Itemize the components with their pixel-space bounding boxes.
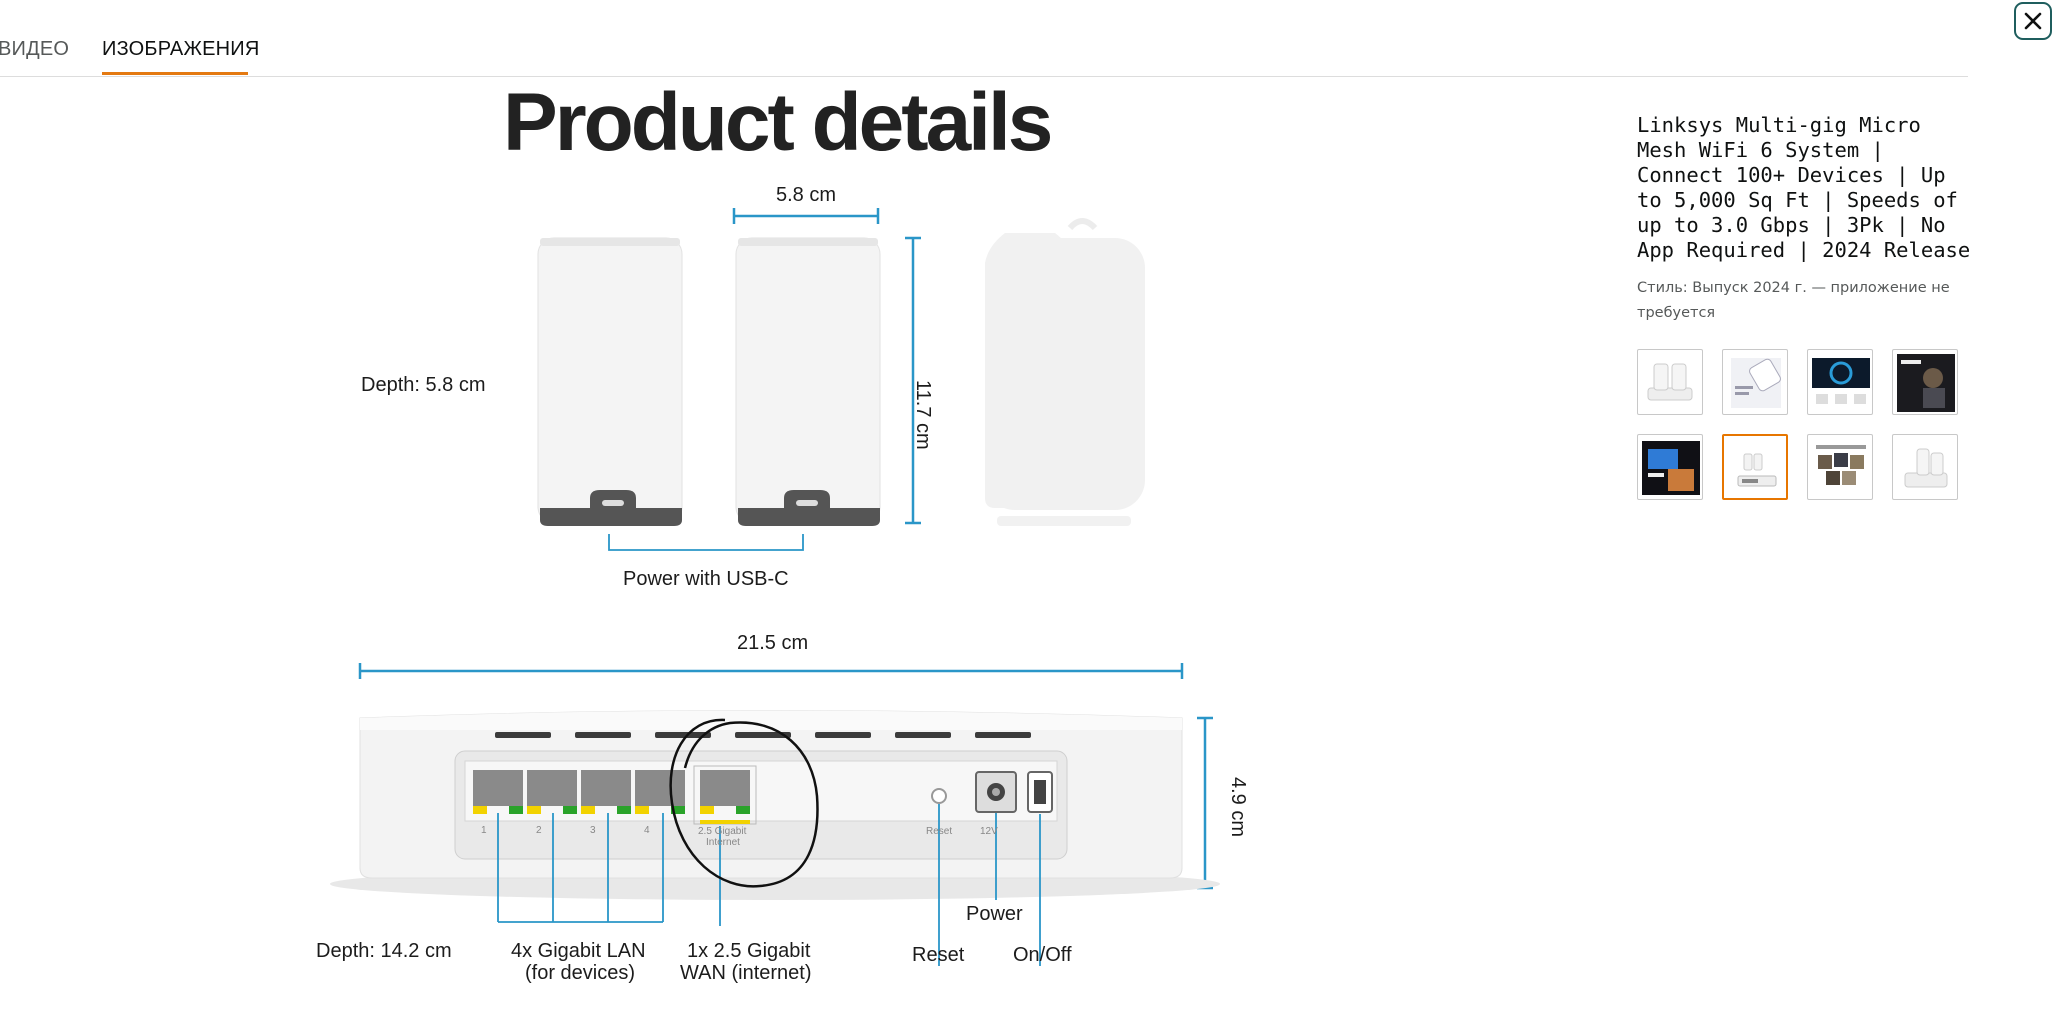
promo-graphic-icon xyxy=(1642,441,1700,495)
port-label-12v: 12V xyxy=(980,826,998,837)
wan-port xyxy=(700,770,750,824)
media-tabs: ВИДЕО ИЗОБРАЖЕНИЯ xyxy=(0,0,1968,77)
product-diagram xyxy=(330,208,1220,966)
product-info-panel: Linksys Multi-gig Micro Mesh WiFi 6 Syst… xyxy=(1637,113,1977,326)
thumbnail-8[interactable] xyxy=(1892,434,1958,500)
callout-lines xyxy=(497,804,1041,966)
port-label-4: 4 xyxy=(644,825,650,836)
product-card-icon xyxy=(1731,358,1781,408)
thumbnail-4[interactable] xyxy=(1892,349,1958,415)
port-label-3: 3 xyxy=(590,825,596,836)
onoff-label: On/Off xyxy=(1013,944,1072,966)
thumbnail-6-selected[interactable] xyxy=(1722,434,1788,500)
port-label-wan: 2.5 Gigabit xyxy=(698,826,747,837)
usbc-label: Power with USB-C xyxy=(623,568,789,590)
node-front xyxy=(537,237,683,526)
close-icon xyxy=(2024,12,2042,30)
collage-photo-icon xyxy=(1816,445,1866,485)
annotation-circle xyxy=(669,718,819,888)
wan-label-1: 1x 2.5 Gigabit xyxy=(687,940,811,962)
lan-label-2: (for devices) xyxy=(525,962,636,984)
active-tab-indicator xyxy=(102,72,248,75)
lifestyle-photo-icon xyxy=(1897,354,1955,412)
width-label: 5.8 cm xyxy=(776,184,837,206)
lan-label-1: 4x Gigabit LAN xyxy=(511,940,646,962)
tab-video[interactable]: ВИДЕО xyxy=(0,38,70,60)
lan-ports xyxy=(473,770,685,814)
height-label: 11.7 cm xyxy=(912,380,934,450)
product-details-thumb-icon xyxy=(1737,453,1777,487)
thumbnail-7[interactable] xyxy=(1807,434,1873,500)
reset-label: Reset xyxy=(912,944,965,966)
width-bottom-label: 21.5 cm xyxy=(737,632,809,654)
dimension-lines-top xyxy=(608,208,921,551)
thumbnail-3[interactable] xyxy=(1807,349,1873,415)
mesh-nodes-icon xyxy=(1647,363,1693,401)
port-label-internet: Internet xyxy=(706,837,740,848)
thumbnail-1[interactable] xyxy=(1637,349,1703,415)
power-label: Power xyxy=(966,903,1023,925)
port-label-1: 1 xyxy=(481,825,487,836)
thumbnail-5[interactable] xyxy=(1637,434,1703,500)
close-button[interactable] xyxy=(2014,2,2052,40)
port-label-reset: Reset xyxy=(926,826,953,837)
feature-graphic-icon xyxy=(1812,358,1870,404)
node-side xyxy=(735,237,881,526)
wan-label-2: WAN (internet) xyxy=(680,962,812,984)
product-title: Linksys Multi-gig Micro Mesh WiFi 6 Syst… xyxy=(1637,113,1971,262)
tab-images[interactable]: ИЗОБРАЖЕНИЯ xyxy=(102,38,260,60)
mesh-set-icon xyxy=(1904,448,1948,488)
main-product-image: Product details 5.8 cm 11.7 cm Depth: 5.… xyxy=(290,77,1290,1008)
product-style: Стиль: Выпуск 2024 г. — приложение не тр… xyxy=(1637,280,1950,321)
depth-bottom-label: Depth: 14.2 cm xyxy=(316,940,452,962)
depth-top-label: Depth: 5.8 cm xyxy=(361,374,486,396)
router-back xyxy=(330,710,1220,900)
soda-can-silhouette xyxy=(985,218,1145,526)
thumbnail-2[interactable] xyxy=(1722,349,1788,415)
port-label-2: 2 xyxy=(536,825,542,836)
height-bottom-label: 4.9 cm xyxy=(1227,777,1249,838)
image-headline: Product details xyxy=(503,77,1053,168)
